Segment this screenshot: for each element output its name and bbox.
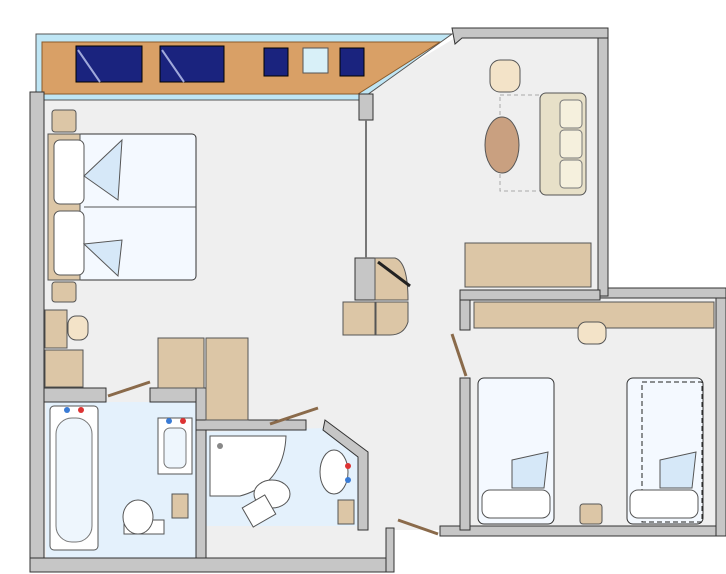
sun-lounger-icon — [159, 45, 225, 83]
wardrobe-icon — [157, 337, 205, 389]
bathtub-icon — [49, 405, 99, 551]
sofa-icon — [539, 92, 587, 196]
cabinet-icon — [44, 349, 84, 388]
wardrobe-icon — [205, 337, 249, 421]
door-icon[interactable] — [107, 333, 468, 536]
single-bed-icon — [626, 377, 704, 525]
double-bed-icon — [47, 133, 197, 281]
nightstand-icon — [51, 109, 77, 133]
patio-chair-icon — [339, 47, 365, 77]
walls — [29, 27, 726, 573]
patio-table-icon — [302, 47, 329, 74]
bin-icon — [171, 493, 189, 519]
toilet-icon — [122, 499, 165, 535]
sink-icon — [319, 449, 351, 495]
coffee-table-icon — [484, 116, 520, 174]
balcony — [35, 33, 454, 101]
armchair-icon — [489, 59, 521, 93]
sink-icon — [157, 417, 193, 475]
tv-cabinet-icon — [374, 257, 411, 301]
sun-lounger-icon — [75, 45, 143, 83]
cabinet-icon — [342, 301, 376, 336]
cabinet-icon — [375, 301, 409, 336]
nightstand-icon — [579, 503, 603, 525]
chair-icon — [67, 315, 89, 341]
toilet-icon — [241, 479, 291, 528]
bin-icon — [337, 499, 355, 525]
desk-icon — [44, 309, 68, 349]
single-bed-icon — [477, 377, 555, 525]
nightstand-icon — [51, 281, 77, 303]
counter-icon — [464, 242, 592, 288]
patio-chair-icon — [263, 47, 289, 77]
chair-icon — [577, 321, 607, 345]
